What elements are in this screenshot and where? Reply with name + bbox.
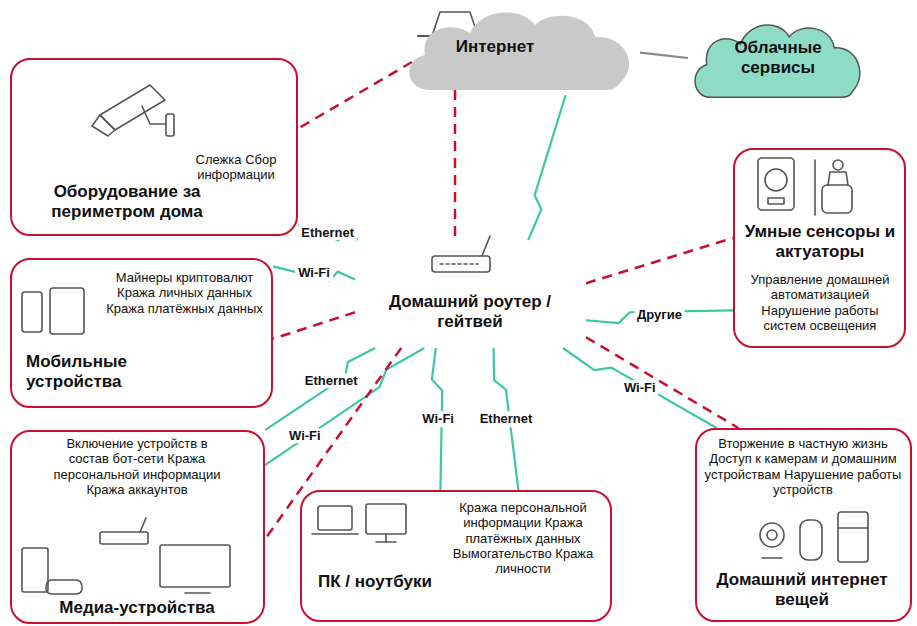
threat-list: Управление домашней автоматизацией Наруш… <box>740 272 900 333</box>
edge-label: Другие <box>634 307 685 323</box>
threat-connector <box>586 337 738 428</box>
cloud-shape: Облачные сервисы <box>688 18 868 102</box>
edge-label: Ethernet <box>298 225 357 241</box>
edge-label: Wi-Fi <box>419 411 457 427</box>
threat-list: Майнеры криптовалют Кража личных данных … <box>102 270 267 316</box>
media-icons <box>22 518 230 594</box>
phone-icon <box>22 288 84 334</box>
device-box: ПК / ноутбукиКража персональной информац… <box>300 490 612 622</box>
link-connector <box>528 95 565 240</box>
device-box: Мобильные устройства Майнеры криптовалют … <box>10 258 273 408</box>
node-title: Медиа-устройства <box>22 598 252 618</box>
node-title: Умные сенсоры и актуаторы <box>740 222 900 262</box>
node-title: Домашний интернет вещей <box>702 570 902 610</box>
threat-connector <box>273 312 355 339</box>
threat-line <box>454 90 457 236</box>
cloud-outline <box>695 25 860 97</box>
link-connector <box>563 348 717 428</box>
link-connector <box>265 348 424 465</box>
device-box: Оборудование за периметром домаСлежка Сб… <box>10 58 298 236</box>
node-title: Оборудование за периметром дома <box>27 182 227 222</box>
link-connector <box>640 53 688 58</box>
link-connector <box>298 225 357 240</box>
node-title: Домашний роутер / гейтвей <box>360 292 580 332</box>
threat-list: Слежка Сбор информации <box>180 152 292 183</box>
node-title: Облачные сервисы <box>703 38 853 78</box>
cloud-shape: Интернет <box>400 5 640 95</box>
edge-label: Ethernet <box>302 373 361 389</box>
threat-connector <box>265 348 401 539</box>
node-title: Интернет <box>420 37 570 57</box>
iot-icons <box>760 512 868 562</box>
meter-icon <box>758 158 794 210</box>
router-node: Домашний роутер / гейтвей <box>355 240 586 348</box>
edge-label: Wi-Fi <box>295 265 333 281</box>
threat-list: Кража персональной информации Кража плат… <box>440 500 606 577</box>
edge-label: Wi-Fi <box>621 380 659 396</box>
node-title: Мобильные устройства <box>26 352 186 392</box>
cloud-outline <box>409 13 629 90</box>
device-box: Медиа-устройства Включение устройств в со… <box>10 430 265 624</box>
threat-connector <box>586 238 733 283</box>
router-icon <box>432 236 490 272</box>
camera-icon <box>92 85 174 136</box>
device-box: Умные сенсоры и актуаторыУправление дома… <box>733 148 906 348</box>
pc-icons <box>312 504 406 542</box>
edge-label: Wi-Fi <box>286 428 324 444</box>
edge-label: Ethernet <box>477 411 536 427</box>
node-title: ПК / ноутбуки <box>318 572 478 592</box>
threat-list: Вторжение в частную жизнь Доступ к камер… <box>700 436 906 497</box>
threat-line <box>299 62 412 128</box>
valve-icon <box>815 160 852 215</box>
link-connector <box>265 348 375 430</box>
threat-list: Включение устройств в состав бот-сети Кр… <box>52 436 222 497</box>
device-box: Домашний интернет вещей Вторжение в частн… <box>695 428 912 622</box>
